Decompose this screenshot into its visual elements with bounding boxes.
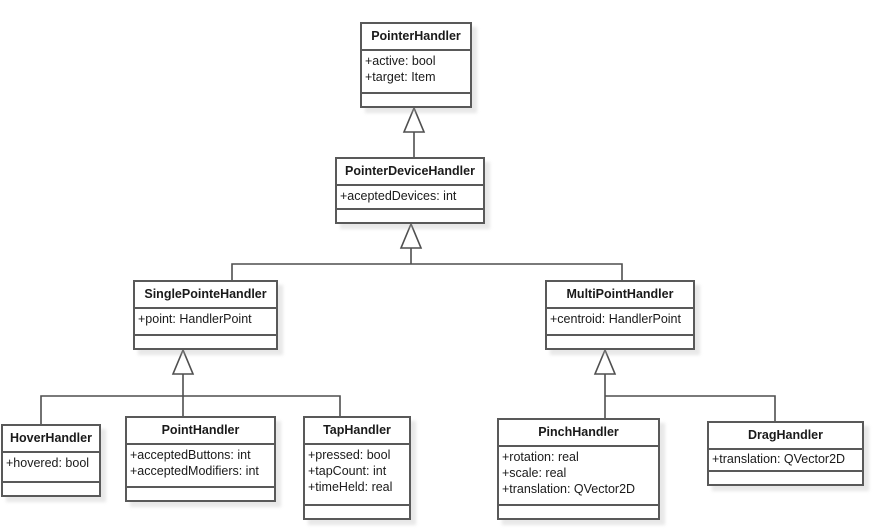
class-hoverhandler: HoverHandler +hovered: bool — [1, 424, 101, 497]
attribute: +translation: QVector2D — [502, 482, 636, 496]
class-methods-empty — [547, 336, 693, 348]
class-attributes: +centroid: HandlerPoint — [547, 309, 693, 336]
class-attributes: +pressed: bool +tapCount: int +timeHeld:… — [305, 445, 409, 506]
class-methods-empty — [362, 94, 470, 106]
attribute: +acceptedButtons: int — [130, 448, 251, 462]
class-pointerdevicehandler: PointerDeviceHandler +aceptedDevices: in… — [335, 157, 485, 224]
class-title: DragHandler — [709, 423, 862, 450]
class-title: PointerHandler — [362, 24, 470, 51]
inheritance-arrow-icon — [593, 347, 617, 375]
edge-branch-multipointhandler-children — [605, 395, 776, 428]
class-title: TapHandler — [305, 418, 409, 445]
class-singlepointehandler: SinglePointeHandler +point: HandlerPoint — [133, 280, 278, 350]
class-methods-empty — [709, 472, 862, 484]
attribute: +hovered: bool — [6, 456, 90, 470]
class-title: HoverHandler — [3, 426, 99, 453]
attribute: +aceptedDevices: int — [340, 189, 457, 203]
class-draghandler: DragHandler +translation: QVector2D — [707, 421, 864, 486]
class-attributes: +hovered: bool — [3, 453, 99, 483]
attribute: +target: Item — [365, 70, 436, 84]
class-attributes: +acceptedButtons: int +acceptedModifiers… — [127, 445, 274, 488]
attribute: +timeHeld: real — [308, 480, 393, 494]
attribute: +point: HandlerPoint — [138, 312, 252, 326]
attribute: +active: bool — [365, 54, 436, 68]
attribute: +acceptedModifiers: int — [130, 464, 259, 478]
class-attributes: +translation: QVector2D — [709, 450, 862, 472]
class-attributes: +aceptedDevices: int — [337, 186, 483, 210]
class-title: PointerDeviceHandler — [337, 159, 483, 186]
class-attributes: +point: HandlerPoint — [135, 309, 276, 336]
attribute: +rotation: real — [502, 450, 579, 464]
attribute: +centroid: HandlerPoint — [550, 312, 681, 326]
class-title: SinglePointeHandler — [135, 282, 276, 309]
class-attributes: +rotation: real +scale: real +translatio… — [499, 447, 658, 506]
attribute: +scale: real — [502, 466, 567, 480]
class-methods-empty — [305, 506, 409, 518]
class-methods-empty — [499, 506, 658, 518]
class-title: PinchHandler — [499, 420, 658, 447]
edge-branch-singlepointehandler-children — [40, 395, 341, 431]
class-multipointhandler: MultiPointHandler +centroid: HandlerPoin… — [545, 280, 695, 350]
class-attributes: +active: bool +target: Item — [362, 51, 470, 94]
class-methods-empty — [337, 210, 483, 222]
class-title: PointHandler — [127, 418, 274, 445]
class-methods-empty — [127, 488, 274, 500]
class-taphandler: TapHandler +pressed: bool +tapCount: int… — [303, 416, 411, 520]
class-methods-empty — [135, 336, 276, 348]
class-methods-empty — [3, 483, 99, 495]
attribute: +pressed: bool — [308, 448, 391, 462]
inheritance-arrow-icon — [171, 347, 195, 375]
edge-branch-pointerdevicehandler-children — [231, 263, 623, 288]
attribute: +translation: QVector2D — [712, 452, 846, 466]
class-pointhandler: PointHandler +acceptedButtons: int +acce… — [125, 416, 276, 502]
inheritance-arrow-icon — [402, 105, 426, 133]
class-pointerhandler: PointerHandler +active: bool +target: It… — [360, 22, 472, 108]
class-pinchhandler: PinchHandler +rotation: real +scale: rea… — [497, 418, 660, 520]
inheritance-arrow-icon — [399, 221, 423, 249]
class-title: MultiPointHandler — [547, 282, 693, 309]
attribute: +tapCount: int — [308, 464, 387, 478]
